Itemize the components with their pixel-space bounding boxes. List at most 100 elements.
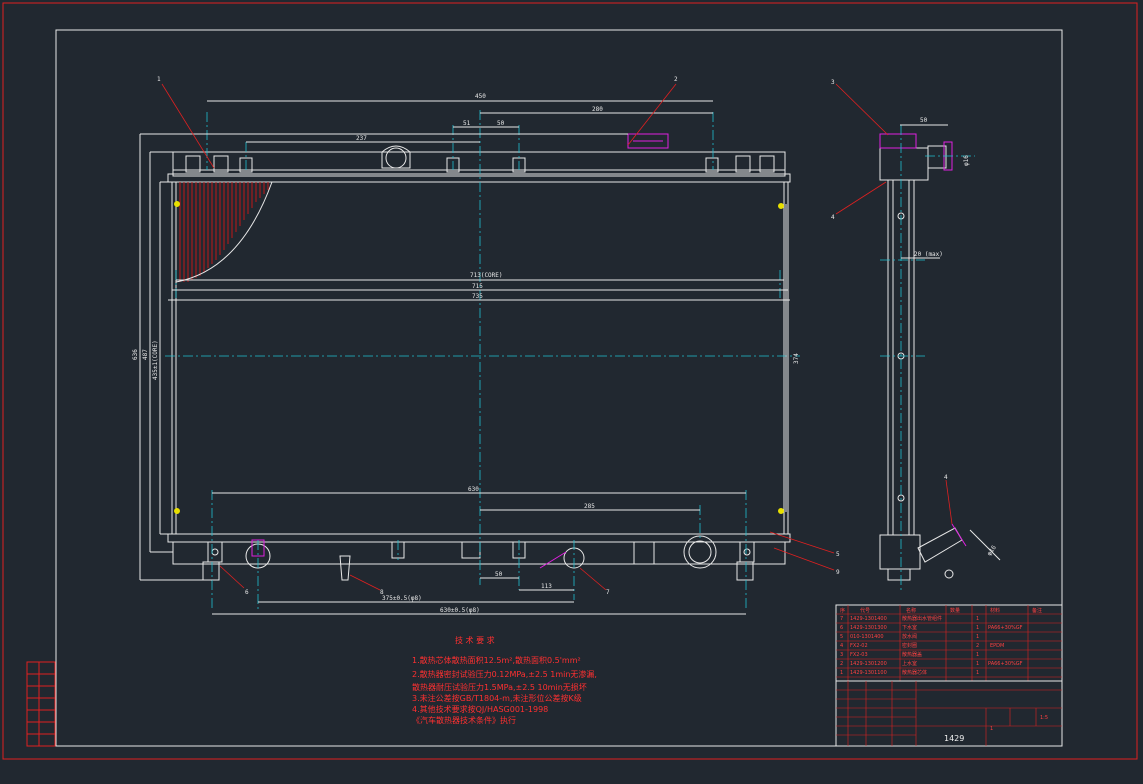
table-row[interactable]: 5 010-1301400 放水阀 1: [840, 633, 979, 640]
side-inlet-pipe[interactable]: [927, 145, 947, 169]
left-margin-table-lines: [27, 662, 55, 746]
row-0-code: 1429-1301400: [850, 616, 887, 622]
dim-280: 280: [592, 106, 603, 113]
note-line-4: 3.未注公差按GB/T1804-m,未注形位公差按K级: [412, 693, 582, 703]
bracket-centerlines: [175, 112, 781, 610]
row-2-name: 放水阀: [902, 633, 917, 640]
row-5-material: PA66+30%GF: [988, 661, 1023, 667]
drain-lever: [539, 551, 567, 569]
row-3-no: 4: [840, 643, 843, 649]
table-row[interactable]: 6 1429-1301300 下水室 1 PA66+30%GF: [840, 624, 1023, 631]
table-row[interactable]: 7 1429-1301400 散热器出水管组件 1: [840, 615, 979, 622]
callout-leaders: [161, 83, 835, 591]
dim-713-core: 713(CORE): [470, 272, 503, 279]
row-2-no: 5: [840, 634, 843, 640]
table-row[interactable]: 1 1429-1301100 散热器芯体 1: [840, 669, 979, 676]
title-block[interactable]: 1429 1:5 1: [835, 680, 1063, 747]
dim-487: 487: [142, 349, 149, 360]
filler-neck-circle: [385, 147, 407, 169]
row-1-qty: 1: [976, 625, 979, 631]
note-line-6: 《汽车散热器技术条件》执行: [412, 715, 516, 725]
row-2-code: 010-1301400: [850, 634, 884, 640]
drawing-sheet: 1: [990, 726, 993, 732]
row-5-qty: 1: [976, 661, 979, 667]
dim-630-phi8: 630±0.5(φ8): [440, 607, 480, 614]
dim-715: 715: [472, 283, 483, 290]
side-cap[interactable]: [879, 133, 917, 149]
parts-header-no: 序: [840, 607, 845, 614]
dim-636: 636: [132, 349, 139, 360]
callout-9[interactable]: 9: [836, 569, 840, 576]
bottom-brackets: [202, 541, 755, 581]
top-tank: [172, 151, 786, 177]
callout-4-top[interactable]: 4: [831, 214, 835, 221]
row-4-qty: 1: [976, 652, 979, 658]
row-6-code: 1429-1301100: [850, 670, 887, 676]
dimension-lines: [139, 100, 790, 615]
parts-header-material: 材料: [990, 607, 1000, 614]
row-5-no: 2: [840, 661, 843, 667]
filler-neck: [381, 145, 411, 169]
dim-375: 375±0.5(φ8): [382, 595, 422, 602]
bottom-tank-flange: [167, 533, 791, 543]
callout-6[interactable]: 6: [245, 589, 249, 596]
core-fin-hatch: [179, 182, 269, 282]
row-6-name: 散热器芯体: [902, 669, 927, 676]
yellow-marker-bl: [174, 508, 180, 514]
side-dim-phi16-top: φ16: [963, 155, 970, 166]
left-margin-table: [26, 661, 56, 747]
dim-450: 450: [475, 93, 486, 100]
callout-1[interactable]: 1: [157, 76, 161, 83]
parts-header-qty: 数量: [950, 607, 960, 614]
callout-8[interactable]: 8: [380, 589, 384, 596]
drawing-number: 1429: [944, 734, 964, 743]
row-3-qty: 2: [976, 643, 979, 649]
row-1-name: 下水室: [902, 624, 917, 631]
dim-435-core: 435±1(CORE): [152, 340, 159, 380]
side-drain: [944, 569, 954, 579]
side-dim-20: 20 (max): [914, 251, 943, 258]
side-view[interactable]: 50 20 (max) φ16 φ16 3 4 4: [831, 79, 1001, 590]
parts-header-remark: 备注: [1032, 607, 1042, 614]
parts-table-grid: [836, 605, 1062, 681]
row-5-name: 上水室: [902, 660, 917, 667]
side-dim-angle-line: [969, 529, 1001, 561]
callout-5[interactable]: 5: [836, 551, 840, 558]
front-view[interactable]: 450 280 51 50 237 713(CORE) 715 735 636 …: [132, 76, 840, 615]
yellow-marker-tl: [174, 201, 180, 207]
row-4-no: 3: [840, 652, 843, 658]
side-outlet-flange: [951, 523, 967, 547]
row-4-code: FX2-03: [850, 652, 868, 658]
callout-3[interactable]: 3: [831, 79, 835, 86]
yellow-marker-tr: [778, 203, 784, 209]
dim-285: 285: [584, 503, 595, 510]
callout-2[interactable]: 2: [674, 76, 678, 83]
title-block-frame: [835, 680, 1063, 747]
row-3-code: FX2-02: [850, 643, 868, 649]
row-1-code: 1429-1301300: [850, 625, 887, 631]
technical-notes: 技 术 要 求 1.散热芯体散热面积12.5m²,散热面积0.5'mm² 2.散…: [412, 635, 597, 725]
callout-7[interactable]: 7: [606, 589, 610, 596]
callout-4-bottom[interactable]: 4: [944, 474, 948, 481]
side-top-tank: [879, 147, 929, 181]
parts-list[interactable]: 序 代号 名称 数量 材料 备注 7 1429-1301400 散热器出水管组件…: [835, 604, 1063, 682]
note-line-5: 4.其他技术要求按QJ/HASG001-1998: [412, 704, 548, 714]
table-row[interactable]: 3 FX2-03 散热器盖 1: [840, 651, 979, 658]
row-3-name: 密封圈: [902, 642, 917, 649]
bolt-small-right: [743, 548, 751, 556]
side-dim-50: 50: [920, 117, 928, 124]
row-4-name: 散热器盖: [902, 651, 922, 658]
side-callout-leaders: [835, 83, 953, 525]
note-line-2: 2.散热器密封试验压力0.12MPa,±2.5 1min无渗漏,: [412, 669, 597, 679]
outlet-pipe-right-inner: [688, 540, 712, 564]
row-0-name: 散热器出水管组件: [902, 615, 942, 622]
side-outlet-pipe[interactable]: [917, 527, 963, 563]
table-row[interactable]: 4 FX2-02 密封圈 2 EPDM: [840, 642, 1004, 649]
dim-50-top: 50: [497, 120, 505, 127]
table-row[interactable]: 2 1429-1301200 上水室 1 PA66+30%GF: [840, 660, 1023, 667]
side-bottom-bracket: [887, 569, 911, 581]
radiator-cap[interactable]: [627, 133, 669, 149]
drawing-scale: 1:5: [1040, 715, 1048, 721]
hatch-boundary: [175, 181, 273, 283]
